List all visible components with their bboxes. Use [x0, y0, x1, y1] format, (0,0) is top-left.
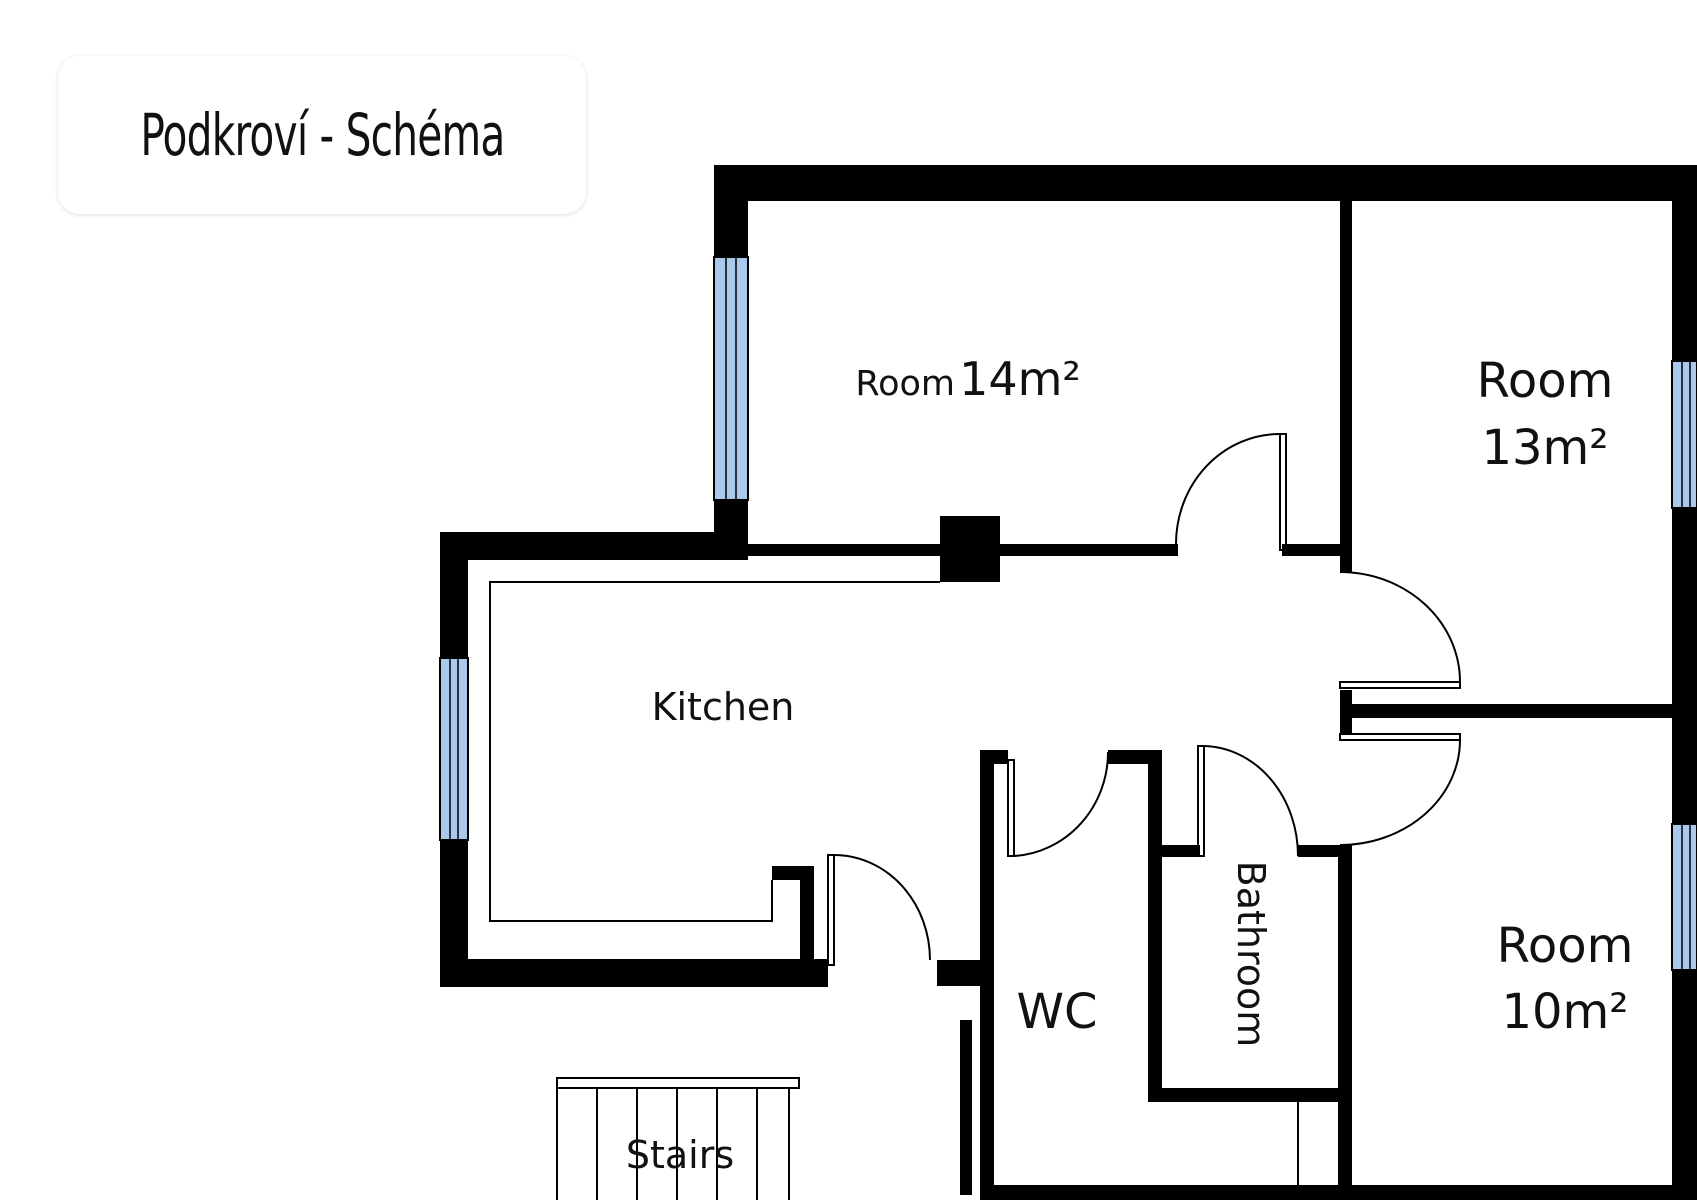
window-room-top [713, 256, 749, 501]
door-room-13 [1339, 571, 1461, 689]
kitchen-label: Kitchen [652, 685, 795, 729]
door-wc [1007, 751, 1110, 857]
door-room-14 [1175, 433, 1287, 556]
room-top-area: 14m² [959, 352, 1081, 406]
windows [439, 256, 1697, 971]
kitchen-counter [489, 581, 940, 922]
window-room-10 [1671, 823, 1697, 971]
title-card: Podkroví - Schéma [58, 56, 586, 214]
window-kitchen [439, 657, 469, 841]
door-kitchen [827, 854, 931, 966]
plan-title: Podkroví - Schéma [139, 101, 505, 169]
stairs-label: Stairs [626, 1133, 734, 1177]
room-13-area: 13m² [1481, 420, 1608, 476]
room-10-area: 10m² [1501, 984, 1628, 1040]
wc-label: WC [1017, 984, 1098, 1040]
walls [440, 165, 1697, 1200]
doors [827, 433, 1461, 966]
room-13-label: Room [1477, 353, 1614, 409]
room-labels: Room 14m² Room 13m² Room 10m² Kitchen WC… [626, 352, 1633, 1177]
stairs [556, 1077, 800, 1200]
door-room-10 [1339, 733, 1461, 846]
bathroom-label: Bathroom [1229, 861, 1273, 1048]
room-top-label: Room [855, 364, 955, 404]
room-10-label: Room [1497, 918, 1634, 974]
window-room-13 [1671, 360, 1697, 509]
door-bathroom [1197, 745, 1299, 857]
